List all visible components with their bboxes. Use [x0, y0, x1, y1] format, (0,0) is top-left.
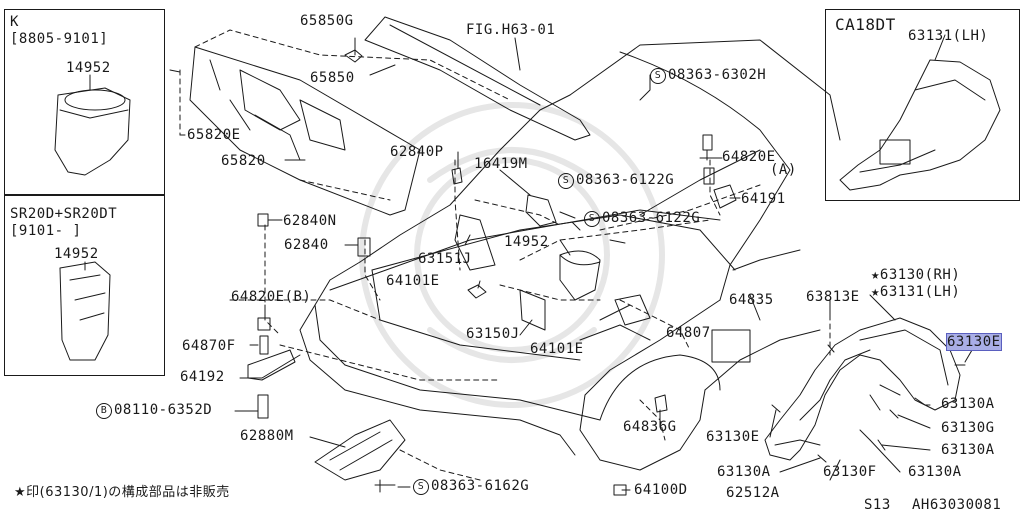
part-label-62880m[interactable]: 62880M	[240, 428, 294, 444]
inset-sr20-range: [9101- ]	[10, 223, 82, 239]
part-label-65820[interactable]: 65820	[221, 153, 266, 169]
inset-k-title: K	[10, 14, 19, 30]
part-label-62840n[interactable]: 62840N	[283, 213, 337, 229]
hood-insulator-panel	[189, 46, 421, 216]
part-label-63130e[interactable]: 63130E	[706, 429, 760, 445]
part-label-62512a[interactable]: 62512A	[726, 485, 780, 501]
part-label-63150j[interactable]: 63150J	[466, 326, 520, 342]
part-label-63130f[interactable]: 63130F	[823, 464, 877, 480]
part-label-63813e[interactable]: 63813E	[806, 289, 860, 305]
inset-sr20-part[interactable]: 14952	[54, 246, 99, 262]
inset-ca18dt-title: CA18DT	[835, 15, 896, 34]
part-label-64836g[interactable]: 64836G	[623, 419, 677, 435]
part-label-63130g[interactable]: 63130G	[941, 420, 995, 436]
part-label-64820e-b[interactable]: 64820E(B)	[231, 289, 312, 305]
ref-label-a: (A)	[770, 162, 797, 178]
inset-sr20-title: SR20D+SR20DT	[10, 206, 118, 222]
part-label-64820e[interactable]: 64820E	[722, 149, 776, 165]
figure-title: FIG.H63-01	[466, 22, 556, 38]
footer-code-b: AH63030081	[912, 497, 1002, 513]
dashed-reference-lines	[179, 29, 831, 481]
part-label-63130a-4[interactable]: 63130A	[908, 464, 962, 480]
part-label-64870f[interactable]: 64870F	[182, 338, 236, 354]
part-label-16419m[interactable]: 16419M	[474, 156, 528, 172]
fender-protector	[764, 317, 966, 463]
screw-symbol: S	[584, 211, 600, 227]
inset-drawing-sr20	[59, 261, 111, 361]
part-label-14952[interactable]: 14952	[504, 234, 549, 250]
inset-drawing-ca18dt	[839, 59, 1001, 191]
part-label-65850[interactable]: 65850	[310, 70, 355, 86]
screw-symbol: S	[413, 479, 429, 495]
footer-code-a: S13	[864, 497, 891, 513]
part-label-63130e-highlighted[interactable]: 63130E	[946, 333, 1002, 351]
part-label-64101e-b[interactable]: 64101E	[530, 341, 584, 357]
footnote: ★印(63130/1)の構成部品は非販売	[14, 485, 230, 500]
part-label-63130a-1[interactable]: 63130A	[941, 396, 995, 412]
inset-box-ca18dt	[825, 9, 1020, 201]
part-label-62840p[interactable]: 62840P	[390, 144, 444, 160]
inset-k-part[interactable]: 14952	[66, 60, 111, 76]
inset-k-range: [8805-9101]	[10, 31, 109, 47]
inset-box-sr20	[4, 194, 165, 376]
part-label-63130-rh[interactable]: ★63130(RH)	[871, 267, 961, 283]
part-label-65820e[interactable]: 65820E	[187, 127, 241, 143]
car-body-outline	[299, 39, 841, 471]
screw-symbol: S	[558, 173, 574, 189]
part-label-65850g[interactable]: 65850G	[300, 13, 354, 29]
hood-seal-strip	[364, 16, 591, 141]
inset-drawing-k	[54, 87, 131, 176]
part-label-62840[interactable]: 62840	[284, 237, 329, 253]
watermark-emblem	[359, 102, 665, 408]
leader-lines	[84, 34, 976, 491]
part-label-63130a-3[interactable]: 63130A	[717, 464, 771, 480]
part-label-64101e-a[interactable]: 64101E	[386, 273, 440, 289]
part-label-64192[interactable]: 64192	[180, 369, 225, 385]
part-label-64807[interactable]: 64807	[666, 325, 711, 341]
part-label-64100d[interactable]: 64100D	[634, 482, 688, 498]
part-label-64191[interactable]: 64191	[741, 191, 786, 207]
part-label-64835[interactable]: 64835	[729, 292, 774, 308]
hardware-parts	[247, 49, 751, 496]
inset-box-k	[4, 9, 165, 196]
bolt-symbol: B	[96, 403, 112, 419]
inset-ca18dt-part[interactable]: 63131(LH)	[908, 28, 989, 44]
screw-symbol: S	[650, 68, 666, 84]
part-label-63130a-2[interactable]: 63130A	[941, 442, 995, 458]
part-label-63131-lh[interactable]: ★63131(LH)	[871, 284, 961, 300]
part-label-63151j[interactable]: 63151J	[418, 251, 472, 267]
